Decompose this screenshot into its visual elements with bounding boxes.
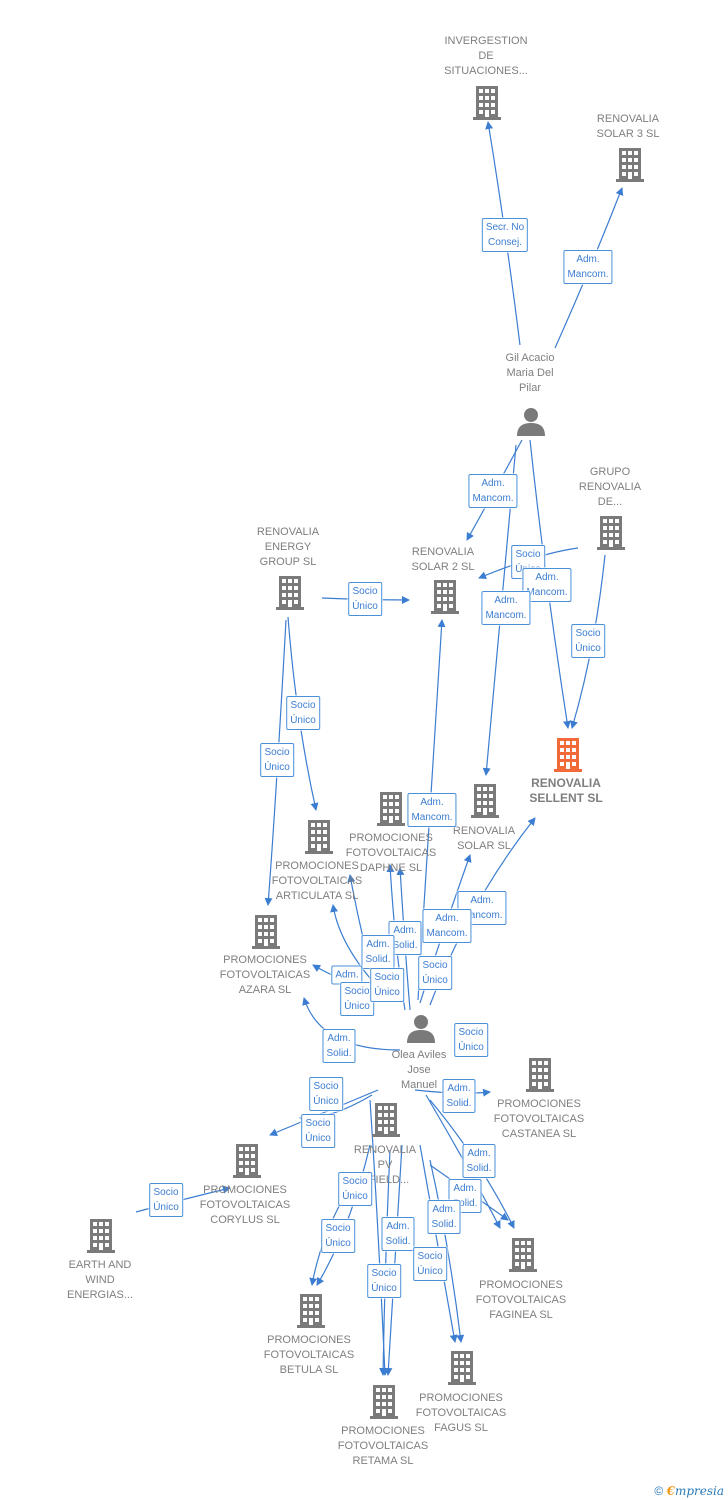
building-icon[interactable] [252,915,280,949]
footer-brand[interactable]: © €mpresia [654,1484,724,1498]
building-icon[interactable] [276,576,304,610]
relation-badge[interactable]: Socio Único [367,1264,401,1298]
node-label-faginea[interactable]: PROMOCIONES FOTOVOLTAICAS FAGINEA SL [475,1279,567,1321]
relation-badge[interactable]: Socio Único [348,582,382,616]
relation-badge[interactable]: Adm. Mancom. [468,474,518,508]
relation-badge[interactable]: Adm. Solid. [381,1217,415,1251]
node-label-sellent[interactable]: RENOVALIA SELLENT SL [529,776,603,805]
relation-badge[interactable]: Secr. No Consej. [481,218,529,252]
node-label-betula[interactable]: PROMOCIONES FOTOVOLTAICAS BETULA SL [263,1334,355,1376]
node-label-retama[interactable]: PROMOCIONES FOTOVOLTAICAS RETAMA SL [337,1425,429,1467]
building-icon[interactable] [233,1144,261,1178]
relation-badge[interactable]: Adm. Solid. [361,935,395,969]
building-icon[interactable] [377,792,405,826]
building-icon[interactable] [370,1385,398,1419]
relation-badge[interactable]: Socio Único [149,1183,183,1217]
relation-badge[interactable]: Socio Único [418,956,452,990]
relation-badge[interactable]: Socio Único [340,982,374,1016]
node-label-gil[interactable]: Gil Acacio Maria Del Pilar [505,352,555,394]
node-label-daphne[interactable]: PROMOCIONES FOTOVOLTAICAS DAPHNE SL [345,832,437,874]
node-label-pvfield[interactable]: RENOVALIA PV NFIELD... [353,1144,417,1186]
node-label-earth[interactable]: EARTH AND WIND ENERGIAS... [66,1259,134,1301]
relation-badge[interactable]: Adm. Solid. [442,1079,476,1113]
relation-edge [429,1159,465,1343]
relation-badge[interactable]: Adm. Mancom. [422,909,472,943]
node-label-articulata[interactable]: PROMOCIONES FOTOVOLTAICAS ARTICULATA SL [271,860,363,902]
node-label-corylus[interactable]: PROMOCIONES FOTOVOLTAICAS CORYLUS SL [199,1184,291,1226]
building-icon[interactable] [372,1103,400,1137]
building-icon[interactable] [509,1238,537,1272]
relation-badge[interactable]: Socio Único [260,743,294,777]
relation-badge[interactable]: Socio Único [571,624,605,658]
building-icon[interactable] [473,86,501,120]
relation-badge[interactable]: Socio Único [454,1023,488,1057]
relation-badge[interactable]: Socio Único [338,1172,372,1206]
relation-badge[interactable]: Adm. Mancom. [563,250,613,284]
node-label-azara[interactable]: PROMOCIONES FOTOVOLTAICAS AZARA SL [219,954,311,996]
relation-badge[interactable]: Adm. Mancom. [407,793,457,827]
building-icon[interactable] [87,1219,115,1253]
icon-layer [87,86,644,1419]
relation-edge [264,619,287,906]
relation-badge[interactable]: Adm. Solid. [462,1144,496,1178]
node-label-invergestion[interactable]: INVERGESTION DE SITUACIONES... [444,35,528,77]
building-icon[interactable] [597,516,625,550]
building-icon[interactable] [305,820,333,854]
building-icon[interactable] [297,1294,325,1328]
node-label-solar2[interactable]: RENOVALIA SOLAR 2 SL [411,546,475,573]
relation-badge[interactable]: Adm. Mancom. [522,568,572,602]
node-label-castanea[interactable]: PROMOCIONES FOTOVOLTAICAS CASTANEA SL [493,1098,585,1140]
person-icon[interactable] [407,1015,435,1043]
relation-badge[interactable]: Socio Único [413,1247,447,1281]
relation-edge [269,1089,379,1136]
building-icon[interactable] [431,580,459,614]
relation-edge [419,1144,458,1343]
building-icon[interactable] [554,738,582,772]
relation-edge [369,1099,389,1376]
building-icon[interactable] [526,1058,554,1092]
node-label-solar[interactable]: RENOVALIA SOLAR SL [452,825,516,852]
node-label-energy[interactable]: RENOVALIA ENERGY GROUP SL [256,526,320,568]
relation-edge [384,1144,403,1376]
relation-badge[interactable]: Adm. Mancom. [481,591,531,625]
relation-badge[interactable]: Socio Único [301,1114,335,1148]
relation-badge[interactable]: Socio Único [321,1219,355,1253]
node-label-solar3[interactable]: RENOVALIA SOLAR 3 SL [596,113,660,140]
node-label-fagus[interactable]: PROMOCIONES FOTOVOLTAICAS FAGUS SL [415,1392,507,1434]
building-icon[interactable] [616,148,644,182]
relation-badge[interactable]: Socio Único [370,968,404,1002]
building-icon[interactable] [448,1351,476,1385]
building-icon[interactable] [471,784,499,818]
relation-badge[interactable]: Socio Único [309,1077,343,1111]
person-icon[interactable] [517,408,545,436]
copyright-symbol: © [654,1484,664,1498]
empresia-logo: €mpresia [666,1484,724,1498]
node-label-grupo[interactable]: GRUPO RENOVALIA DE... [578,466,642,508]
relation-badge[interactable]: Adm. Solid. [322,1029,356,1063]
relation-badge[interactable]: Adm. Solid. [427,1200,461,1234]
node-label-olea[interactable]: Olea Aviles Jose Manuel [391,1049,447,1091]
relation-badge[interactable]: Socio Único [286,696,320,730]
